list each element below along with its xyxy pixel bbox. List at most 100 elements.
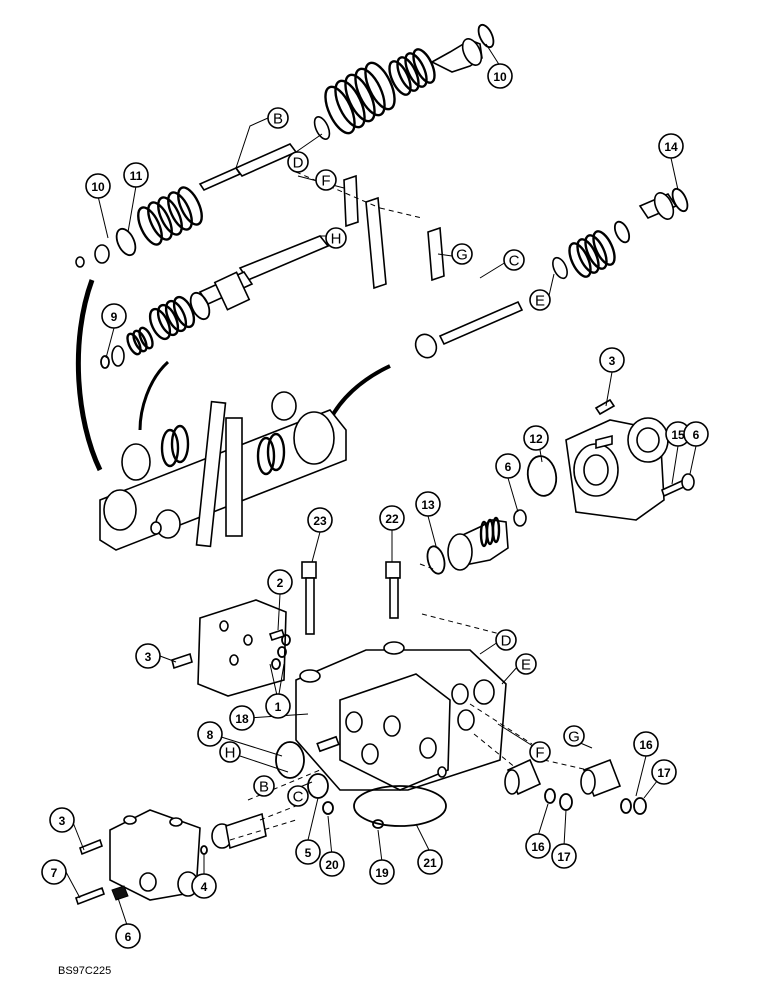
- part-callout-c3c: 3: [49, 807, 75, 833]
- callout-label: 3: [145, 650, 152, 664]
- part-callout-c7: 7: [41, 859, 67, 885]
- part-callout-c9: 9: [101, 303, 127, 329]
- figure-id: BS97C225: [58, 965, 111, 977]
- callout-circle: [503, 249, 525, 271]
- callout-circle: [529, 289, 551, 311]
- part-callout-c20: 20: [319, 851, 345, 877]
- callout-label: 6: [693, 428, 700, 442]
- letter-callout-lD2: D: [495, 629, 517, 651]
- callout-circle: [495, 629, 517, 651]
- callout-label: 5: [305, 846, 312, 860]
- callout-label: 22: [385, 512, 399, 526]
- callout-circle: [599, 347, 625, 373]
- middle-spool-parts: [100, 174, 445, 369]
- right-end-cover: [526, 398, 695, 521]
- callout-label: 17: [657, 766, 671, 780]
- callout-circle: [123, 162, 149, 188]
- part-callout-c12: 12: [523, 425, 549, 451]
- callout-label: 7: [51, 866, 58, 880]
- callout-circle: [219, 741, 241, 763]
- callout-label: 1: [275, 700, 282, 714]
- callout-circle: [515, 653, 537, 675]
- main-valve-body: [295, 641, 507, 791]
- letter-callout-lC1: C: [503, 249, 525, 271]
- callout-label: H: [331, 231, 342, 248]
- callout-label: 12: [529, 432, 543, 446]
- part-callout-c16a: 16: [633, 731, 659, 757]
- callout-circle: [115, 923, 141, 949]
- part-callout-c10b: 10: [85, 173, 111, 199]
- part-callout-c5: 5: [295, 839, 321, 865]
- callout-label: 14: [664, 140, 678, 154]
- part-callout-c14: 14: [658, 133, 684, 159]
- callout-label: B: [273, 111, 283, 128]
- letter-callout-lH2: H: [219, 741, 241, 763]
- lower-end-cap: [74, 809, 267, 906]
- callout-label: 16: [639, 738, 653, 752]
- callout-circle: [658, 133, 684, 159]
- callout-circle: [415, 491, 441, 517]
- callout-circle: [229, 705, 255, 731]
- part-callout-c6b: 6: [683, 421, 709, 447]
- callout-label: 8: [207, 728, 214, 742]
- callout-circle: [325, 227, 347, 249]
- part-callout-c8: 8: [197, 721, 223, 747]
- letter-callout-lH1: H: [325, 227, 347, 249]
- callout-label: D: [501, 633, 512, 650]
- letter-callout-lF2: F: [529, 741, 551, 763]
- long-bolts: [301, 561, 401, 635]
- leader-lines: [65, 43, 697, 929]
- callout-label: 21: [423, 856, 437, 870]
- callout-circle: [41, 859, 67, 885]
- part-callout-c23: 23: [307, 507, 333, 533]
- part-callout-c11: 11: [123, 162, 149, 188]
- callout-label: G: [456, 247, 468, 264]
- callout-label: F: [321, 173, 330, 190]
- callout-label: E: [535, 293, 545, 310]
- part-callout-c13: 13: [415, 491, 441, 517]
- callout-circle: [633, 731, 659, 757]
- callout-label: F: [535, 745, 544, 762]
- letter-callout-lE2: E: [515, 653, 537, 675]
- callout-label: C: [293, 789, 304, 806]
- callout-label: 2: [277, 576, 284, 590]
- callout-circle: [197, 721, 223, 747]
- callout-circle: [319, 851, 345, 877]
- callout-circle: [563, 725, 585, 747]
- callout-circle: [287, 151, 309, 173]
- callout-circle: [265, 693, 291, 719]
- part-callout-c10a: 10: [487, 63, 513, 89]
- relief-valve-plug: [426, 509, 527, 575]
- callout-circle: [267, 107, 289, 129]
- callout-circle: [191, 873, 217, 899]
- callout-label: 13: [421, 498, 435, 512]
- callout-label: 3: [609, 354, 616, 368]
- part-callout-c18: 18: [229, 705, 255, 731]
- callout-circle: [315, 169, 337, 191]
- callout-label: 16: [531, 840, 545, 854]
- part-callout-c6a: 6: [495, 453, 521, 479]
- callout-circle: [85, 173, 111, 199]
- part-callout-c3a: 3: [599, 347, 625, 373]
- callout-circle: [267, 569, 293, 595]
- callout-label: 6: [505, 460, 512, 474]
- right-plugs: [504, 758, 647, 815]
- callout-circle: [683, 421, 709, 447]
- part-callout-c17b: 17: [551, 843, 577, 869]
- assembled-spool-detail: [99, 391, 347, 551]
- callout-circle: [529, 741, 551, 763]
- callout-circle: [417, 849, 443, 875]
- part-callout-c6c: 6: [115, 923, 141, 949]
- part-callout-c22: 22: [379, 505, 405, 531]
- callout-circle: [253, 775, 275, 797]
- callout-circle: [551, 843, 577, 869]
- callout-label: 20: [325, 858, 339, 872]
- callout-label: 4: [201, 880, 208, 894]
- part-callout-c1: 1: [265, 693, 291, 719]
- callout-label: 15: [671, 428, 685, 442]
- callout-label: H: [225, 745, 236, 762]
- callout-label: 6: [125, 930, 132, 944]
- part-callout-c19: 19: [369, 859, 395, 885]
